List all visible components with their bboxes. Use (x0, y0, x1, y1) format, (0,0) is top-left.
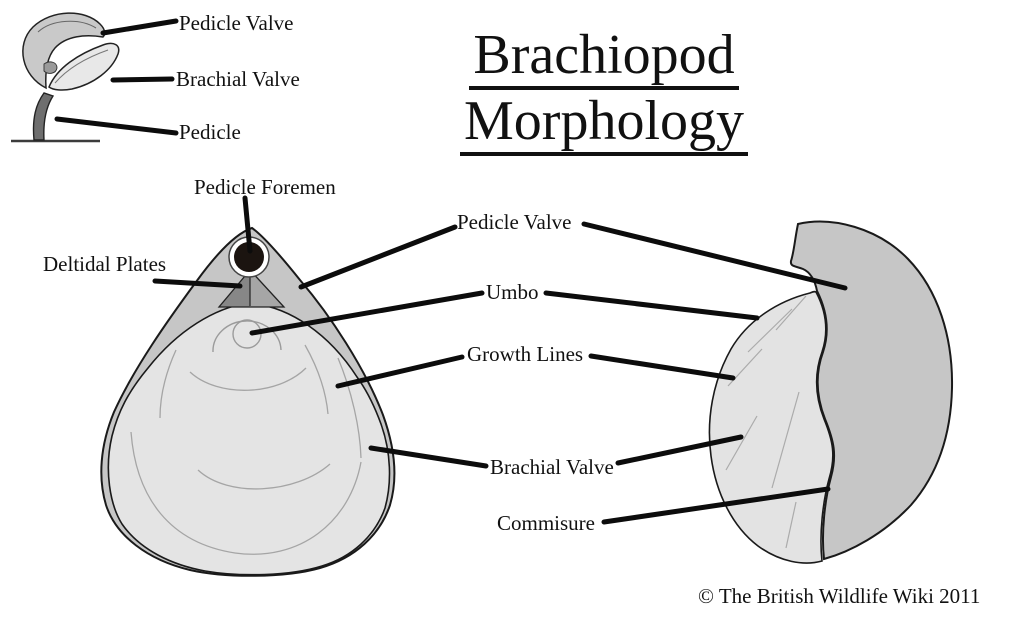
right-brachial-valve-shape (708, 290, 834, 564)
label-inset-pedicle: Pedicle (179, 120, 241, 144)
leader-umbo-right (543, 290, 760, 321)
leader-brachial-valve-left (368, 445, 489, 469)
inset-valve-inner-line (54, 49, 109, 84)
leader-deltidal-plates (152, 278, 243, 289)
label-commisure: Commisure (497, 511, 595, 535)
leader-inset-brachial-valve (110, 76, 175, 83)
label-deltidal-plates: Deltidal Plates (43, 252, 167, 276)
title-line-2: Morphology (460, 93, 748, 156)
umbo-ring (232, 319, 262, 349)
leader-pedicle-foramen (242, 195, 253, 254)
leader-inset-pedicle-valve (100, 18, 179, 36)
label-inset-pedicle-valve: Pedicle Valve (179, 11, 294, 35)
left-brachial-valve-shape (107, 302, 391, 576)
right-shell-side-view (708, 220, 954, 564)
leader-umbo-left (249, 290, 485, 336)
inset-brachial-valve-shape (48, 42, 120, 91)
title-line-1: Brachiopod (469, 27, 739, 90)
leader-brachial-valve-right (615, 434, 744, 466)
inset-brachiopod-illustration (11, 12, 120, 143)
leader-lines (54, 18, 848, 525)
page-title: Brachiopod Morphology (428, 27, 780, 159)
copyright-notice: © The British Wildlife Wiki 2011 (698, 584, 981, 608)
inset-pedicle-stalk (32, 92, 55, 141)
foramen-opening (234, 242, 264, 272)
label-inset-brachial-valve: Brachial Valve (176, 67, 300, 91)
label-growth-lines: Growth Lines (467, 342, 584, 366)
leader-inset-pedicle (54, 116, 179, 136)
deltidial-plates-outline (217, 269, 286, 308)
inset-hinge-shape (43, 61, 58, 74)
leader-commisure-right (601, 486, 831, 525)
leader-pedicle-valve-right (581, 221, 848, 291)
leader-pedicle-valve-left (298, 224, 458, 290)
right-growth-lines (725, 295, 807, 549)
inset-shell-layer-line (37, 20, 97, 33)
label-brachial-valve: Brachial Valve (490, 455, 614, 479)
label-pedicle-foramen: Pedicle Foremen (194, 175, 336, 199)
leader-growth-lines-right (588, 353, 736, 381)
label-umbo: Umbo (486, 280, 539, 304)
leader-growth-lines-left (335, 354, 465, 389)
umbo-outer-arc (212, 320, 282, 353)
inset-pedicle-valve-shape (22, 12, 106, 90)
label-pedicle-valve: Pedicle Valve (457, 210, 572, 234)
left-shell-dorsal-view (100, 226, 396, 577)
left-growth-lines (130, 344, 362, 555)
